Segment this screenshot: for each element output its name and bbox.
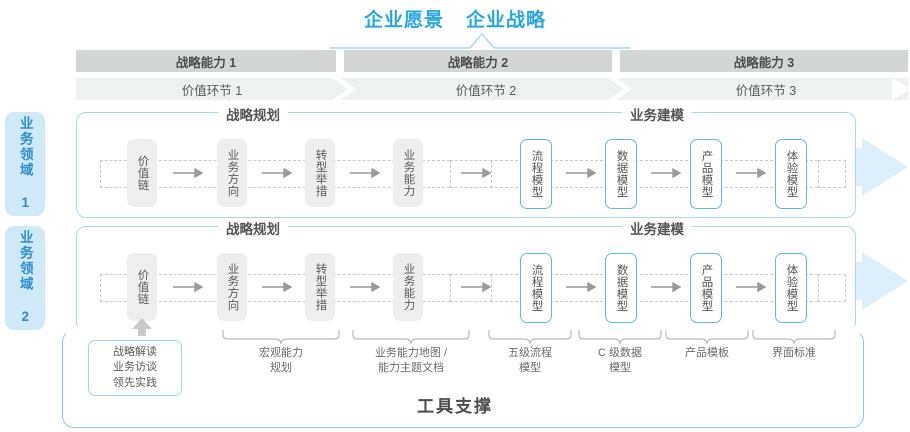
node-value-chain-r2-label: 价值链 — [136, 269, 149, 305]
node-business-direction-r1-label: 业务方向 — [226, 149, 239, 197]
row2-rail-mid2 — [490, 274, 818, 302]
node-value-chain-r2[interactable]: 价值链 — [127, 253, 157, 321]
sidebar-domain-1-label: 业务领域 1 — [17, 116, 33, 212]
capability-bar-1: 战略能力 1 — [76, 50, 336, 72]
annotation-capability-map: 业务能力地图 / 能力主题文档 — [374, 347, 448, 374]
node-experience-model-r2[interactable]: 体验模型 — [775, 253, 807, 323]
row2-planning-title: 战略规划 — [218, 218, 288, 238]
brace-capability-map — [352, 330, 470, 344]
row1-planning-title: 战略规划 — [218, 104, 288, 124]
capability-label-1: 战略能力 1 — [175, 55, 237, 70]
arrow-r2-6 — [651, 281, 681, 293]
annotation-box-strategy-input: 战略解读 业务访谈 领先实践 — [88, 340, 182, 397]
node-transform-measures-r2-label: 转型举措 — [314, 263, 327, 311]
node-value-chain-r1[interactable]: 价值链 — [127, 139, 157, 207]
arrow-r1-7 — [736, 167, 766, 179]
arrow-r1-4 — [461, 167, 491, 179]
arrow-r1-1 — [173, 167, 203, 179]
value-chain-chevron-end — [892, 78, 910, 100]
node-process-model-r2-label: 流程模型 — [530, 264, 543, 312]
vision-strategy-header: 企业愿景 企业战略 — [0, 5, 910, 31]
row1-rail-mid — [134, 160, 450, 188]
node-experience-model-r1[interactable]: 体验模型 — [775, 139, 807, 209]
brace-macro-capability — [222, 330, 340, 344]
arrow-r1-6 — [651, 167, 681, 179]
node-value-chain-r1-label: 价值链 — [136, 155, 149, 191]
node-business-capability-r1-label: 业务能力 — [402, 149, 415, 197]
node-data-model-r2-label: 数据模型 — [615, 264, 628, 312]
node-data-model-r1-label: 数据模型 — [615, 150, 628, 198]
node-experience-model-r1-label: 体验模型 — [785, 150, 798, 198]
node-process-model-r2[interactable]: 流程模型 — [520, 253, 552, 323]
node-business-capability-r2-label: 业务能力 — [402, 263, 415, 311]
row2-modeling-title: 业务建模 — [622, 218, 692, 238]
row1-modeling-title: 业务建模 — [622, 104, 692, 124]
arrow-r1-2 — [262, 167, 292, 179]
capability-bar-2: 战略能力 2 — [344, 50, 612, 72]
arrow-r1-3 — [350, 167, 380, 179]
enterprise-vision-title: 企业愿景 — [363, 9, 444, 31]
domain-row-2 — [76, 226, 856, 332]
node-transform-measures-r1-label: 转型举措 — [314, 149, 327, 197]
node-data-model-r2[interactable]: 数据模型 — [605, 253, 637, 323]
brace-data-model — [578, 330, 662, 344]
enterprise-strategy-title: 企业战略 — [466, 9, 547, 31]
value-chain-chevron-1 — [332, 78, 356, 100]
value-chain-band-1: 价值环节 1 — [76, 78, 348, 100]
node-product-model-r2-label: 产品模型 — [700, 264, 713, 312]
node-business-capability-r1[interactable]: 业务能力 — [393, 139, 423, 207]
arrow-r2-4 — [461, 281, 491, 293]
row2-rail-mid — [134, 274, 450, 302]
annotation-product-template: 产品模板 — [685, 347, 729, 359]
value-chain-label-3: 价值环节 3 — [735, 83, 797, 98]
brace-product-template — [665, 330, 749, 344]
value-chain-label-2: 价值环节 2 — [455, 83, 517, 98]
domain-row-1 — [76, 112, 856, 218]
node-product-model-r2[interactable]: 产品模型 — [690, 253, 722, 323]
node-product-model-r1-label: 产品模型 — [700, 150, 713, 198]
row2-rail-end — [818, 274, 846, 302]
annotation-macro-capability: 宏观能力 规划 — [259, 347, 303, 374]
arrow-r2-5 — [566, 281, 596, 293]
value-chain-label-1: 价值环节 1 — [181, 83, 243, 98]
tool-box-top-mask — [64, 326, 860, 334]
node-process-model-r1[interactable]: 流程模型 — [520, 139, 552, 209]
arrow-r2-7 — [736, 281, 766, 293]
node-data-model-r1[interactable]: 数据模型 — [605, 139, 637, 209]
arrow-r2-2 — [262, 281, 292, 293]
value-chain-up-arrow — [132, 318, 152, 336]
annotation-ui-standard: 界面标准 — [772, 347, 816, 359]
node-transform-measures-r2[interactable]: 转型举措 — [305, 253, 335, 321]
node-process-model-r1-label: 流程模型 — [530, 150, 543, 198]
brace-process-model — [488, 330, 572, 344]
sidebar-domain-2[interactable]: 业务领域 2 — [5, 226, 45, 330]
arrow-r2-1 — [173, 281, 203, 293]
value-chain-chevron-2 — [608, 78, 632, 100]
vision-connector-line — [330, 32, 630, 49]
brace-ui-standard — [752, 330, 836, 344]
capability-bar-3: 战略能力 3 — [620, 50, 908, 72]
annotation-process-model: 五级流程 模型 — [508, 347, 552, 374]
capability-label-3: 战略能力 3 — [733, 55, 795, 70]
value-chain-band-2: 价值环节 2 — [348, 78, 624, 100]
annotation-data-model: C 级数据 模型 — [598, 347, 642, 374]
arrow-r1-5 — [566, 167, 596, 179]
node-product-model-r1[interactable]: 产品模型 — [690, 139, 722, 209]
sidebar-domain-2-label: 业务领域 2 — [17, 230, 33, 326]
row1-rail-mid2 — [490, 160, 818, 188]
row1-rail-end — [818, 160, 846, 188]
node-experience-model-r2-label: 体验模型 — [785, 264, 798, 312]
sidebar-domain-1[interactable]: 业务领域 1 — [5, 112, 45, 216]
arrow-r2-3 — [350, 281, 380, 293]
node-business-capability-r2[interactable]: 业务能力 — [393, 253, 423, 321]
capability-label-2: 战略能力 2 — [447, 55, 509, 70]
row2-rail-gap — [450, 274, 492, 302]
row1-rail-gap — [450, 160, 492, 188]
node-transform-measures-r1[interactable]: 转型举措 — [305, 139, 335, 207]
node-business-direction-r2-label: 业务方向 — [226, 263, 239, 311]
value-chain-band-3: 价值环节 3 — [624, 78, 908, 100]
node-business-direction-r1[interactable]: 业务方向 — [217, 139, 247, 207]
node-business-direction-r2[interactable]: 业务方向 — [217, 253, 247, 321]
tool-support-label: 工具支撑 — [417, 397, 493, 416]
